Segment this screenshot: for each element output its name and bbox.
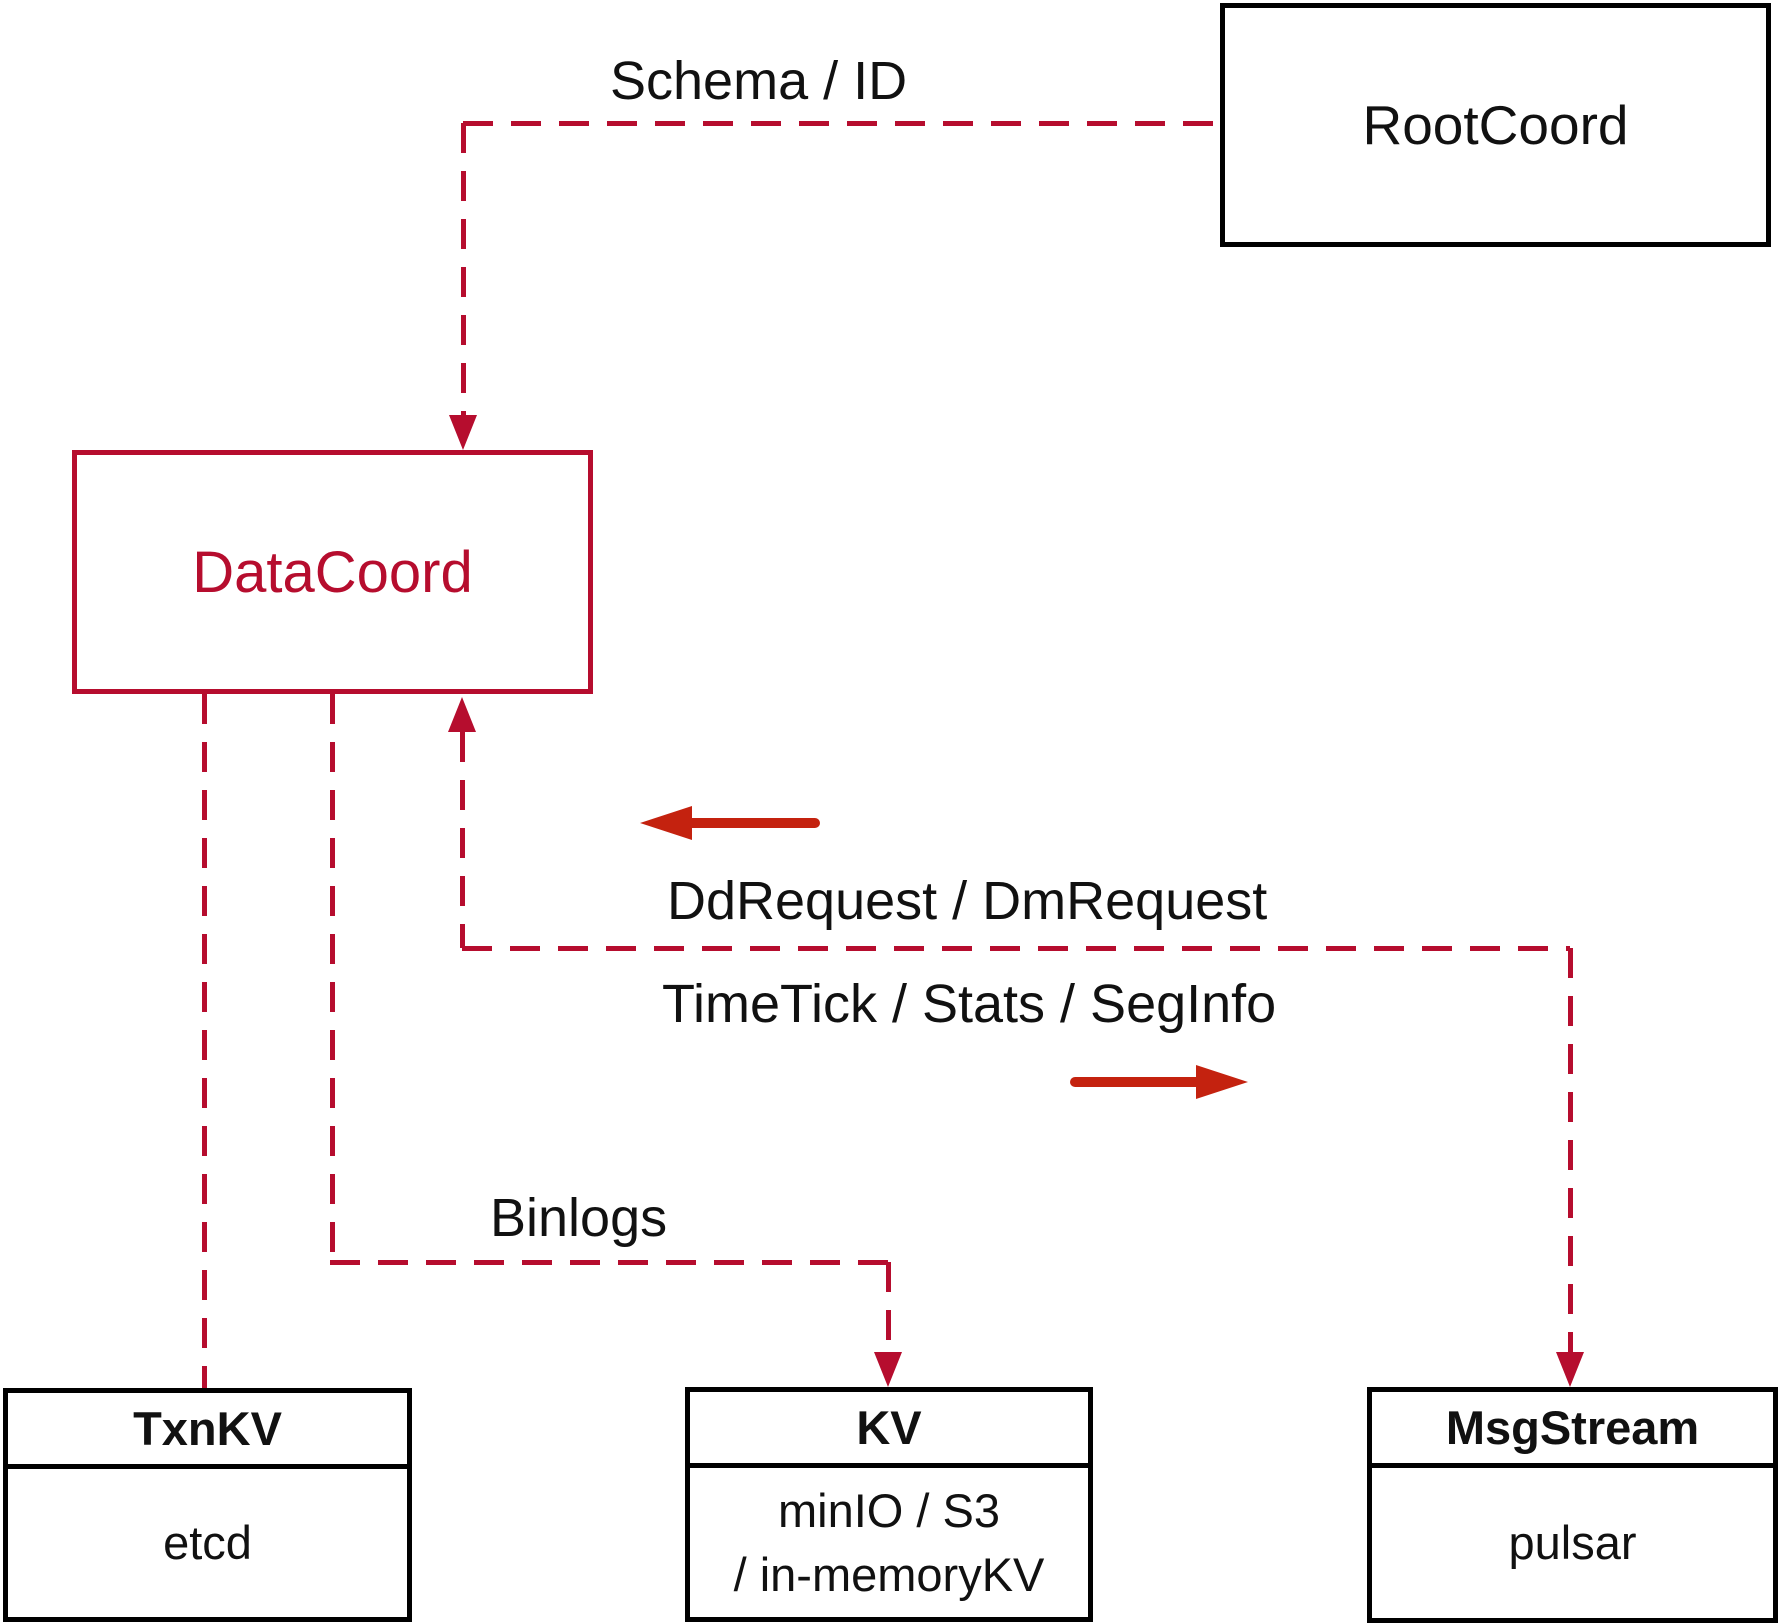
arrowhead-into-datacoord-bottom <box>448 697 476 732</box>
edge-return-vertical-right <box>1568 948 1573 1353</box>
node-kv: KV minIO / S3 / in-memoryKV <box>685 1387 1093 1622</box>
edge-label-ddrequest: DdRequest / DmRequest <box>667 871 1268 931</box>
edge-return-vertical-left <box>460 732 465 948</box>
edge-return-horizontal <box>462 946 1570 951</box>
kv-body-line2: / in-memoryKV <box>733 1547 1045 1601</box>
right-direction-arrow-icon <box>1196 1065 1248 1099</box>
msgstream-body: pulsar <box>1508 1516 1637 1569</box>
right-direction-arrow-shaft <box>1070 1077 1205 1087</box>
kv-title: KV <box>690 1392 1088 1468</box>
txnkv-title: TxnKV <box>8 1393 407 1469</box>
edge-label-timetick: TimeTick / Stats / SegInfo <box>662 974 1277 1034</box>
edge-schema-vertical <box>461 123 466 416</box>
left-direction-arrow-icon <box>640 806 692 840</box>
arrowhead-into-kv-top <box>874 1352 902 1387</box>
node-rootcoord: RootCoord <box>1220 3 1771 247</box>
rootcoord-label: RootCoord <box>1362 94 1629 156</box>
edge-label-binlogs: Binlogs <box>490 1188 668 1248</box>
left-direction-arrow-shaft <box>685 818 820 828</box>
node-txnkv: TxnKV etcd <box>3 1388 412 1622</box>
edge-schema-horizontal <box>463 121 1220 126</box>
edge-label-schema-id: Schema / ID <box>610 51 908 111</box>
node-datacoord: DataCoord <box>72 450 593 694</box>
edge-txnkv-vertical <box>202 694 207 1388</box>
edge-binlogs-vertical-2 <box>886 1262 891 1353</box>
edge-binlogs-vertical-1 <box>330 694 335 1262</box>
kv-body-line1: minIO / S3 <box>777 1483 1000 1537</box>
arrowhead-into-datacoord-top <box>449 415 477 450</box>
node-msgstream: MsgStream pulsar <box>1367 1387 1778 1623</box>
txnkv-body: etcd <box>163 1516 252 1569</box>
datacoord-label: DataCoord <box>192 539 473 605</box>
arrowhead-into-msgstream-top <box>1556 1352 1584 1387</box>
edge-binlogs-horizontal <box>330 1260 888 1265</box>
msgstream-title: MsgStream <box>1372 1392 1773 1468</box>
